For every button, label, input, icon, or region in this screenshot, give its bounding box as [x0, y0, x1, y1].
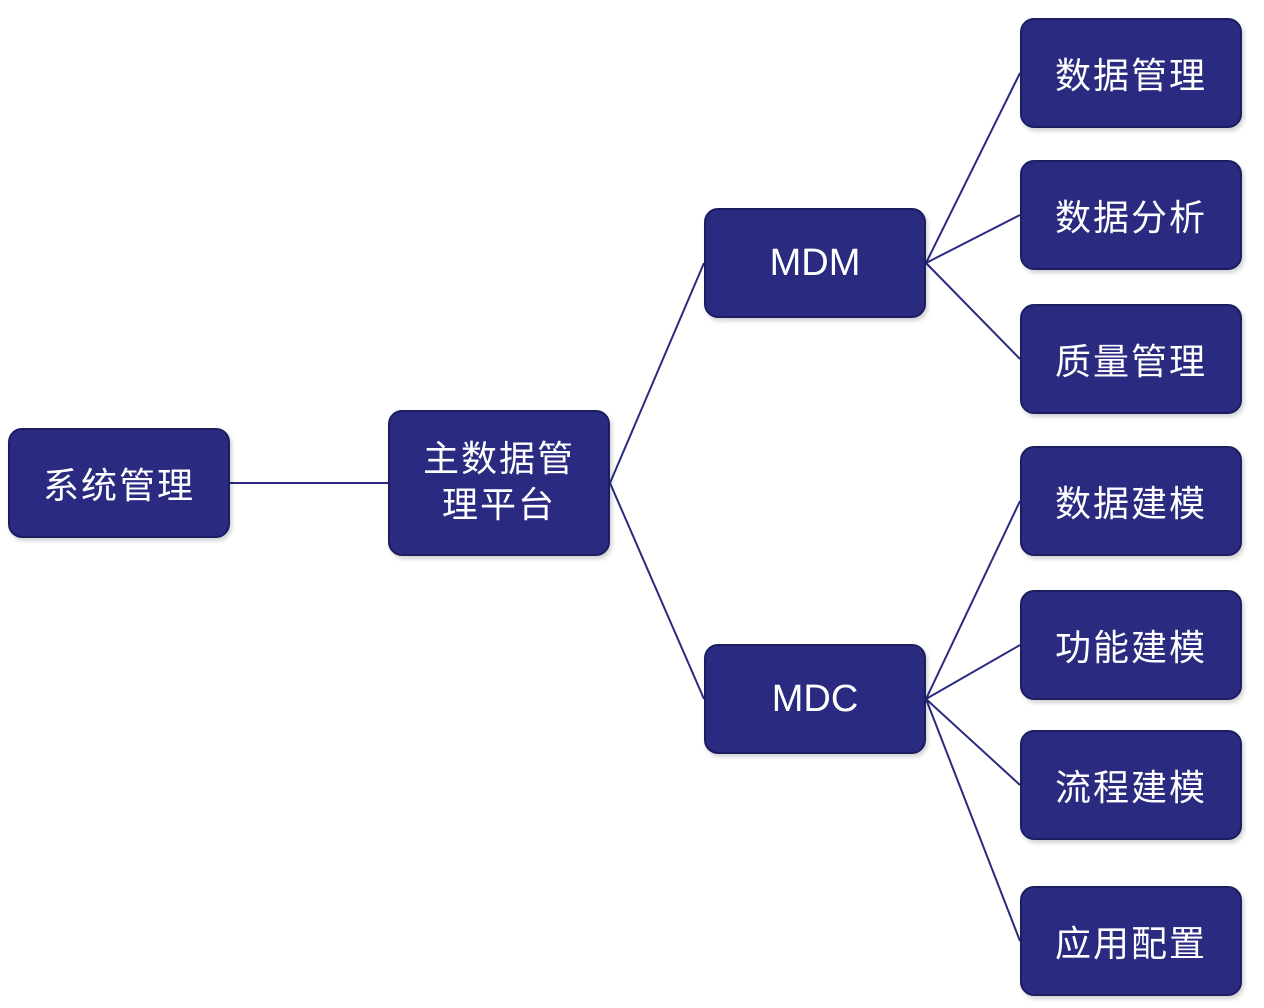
node-label: 流程建模 — [1054, 768, 1207, 809]
edge-mdc-function-modeling — [925, 644, 1021, 700]
node-function-modeling: 功能建模 — [1020, 590, 1242, 700]
node-label: 数据建模 — [1054, 484, 1207, 525]
node-data-modeling: 数据建模 — [1020, 446, 1242, 556]
node-label: 数据分析 — [1054, 198, 1207, 239]
node-quality-management: 质量管理 — [1020, 304, 1242, 414]
node-label: 质量管理 — [1054, 342, 1207, 383]
edge-mdm-data-management — [925, 72, 1021, 264]
node-data-management: 数据管理 — [1020, 18, 1242, 128]
node-label: 主数据管理平台 — [422, 439, 575, 526]
node-label: 数据管理 — [1054, 56, 1207, 97]
node-label: 功能建模 — [1054, 628, 1207, 669]
node-application-config: 应用配置 — [1020, 886, 1242, 996]
node-system-management: 系统管理 — [8, 428, 230, 538]
edge-mdc-process-modeling — [925, 698, 1021, 786]
node-label: MDM — [769, 241, 861, 284]
edge-platform-mdm — [609, 262, 705, 484]
node-data-analysis: 数据分析 — [1020, 160, 1242, 270]
node-process-modeling: 流程建模 — [1020, 730, 1242, 840]
edge-platform-mdc — [609, 482, 705, 700]
node-label: 系统管理 — [42, 466, 195, 507]
edge-mdc-data-modeling — [925, 500, 1021, 700]
edge-mdc-app-config — [925, 698, 1021, 942]
node-mdc: MDC — [704, 644, 926, 754]
node-master-data-platform: 主数据管理平台 — [388, 410, 610, 556]
edge-mdm-quality-management — [925, 262, 1021, 360]
node-mdm: MDM — [704, 208, 926, 318]
node-label: MDC — [771, 677, 859, 720]
node-label: 应用配置 — [1054, 924, 1207, 965]
edge-mdm-data-analysis — [925, 214, 1021, 264]
